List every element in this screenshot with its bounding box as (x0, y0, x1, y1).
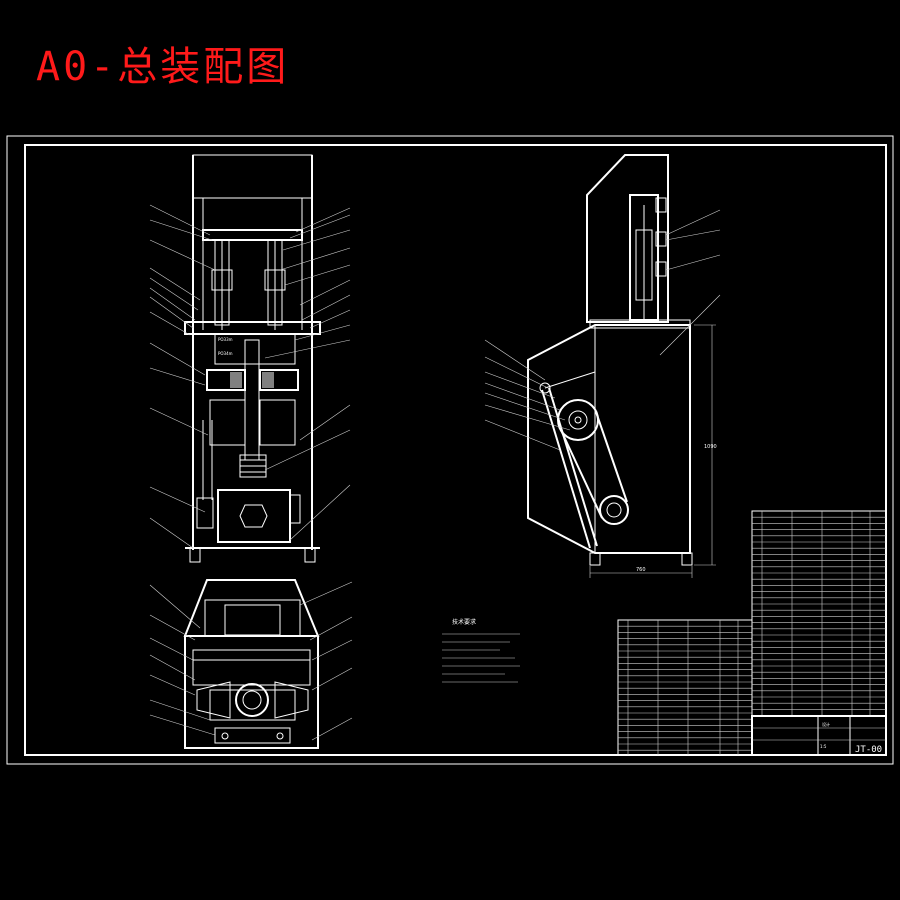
title-block: 设计 1:5 JT-00 (752, 716, 886, 755)
front-label-2: PO34m (218, 351, 233, 356)
side-dim-width: 760 (636, 567, 646, 573)
technical-notes: 技术要求 (442, 618, 520, 682)
tech-notes-heading: 技术要求 (452, 618, 476, 626)
scale-label: 1:5 (820, 744, 827, 749)
front-label-1: PO33m (218, 337, 233, 342)
inner-border (25, 145, 886, 755)
front-view: PO33m PO34m (150, 155, 350, 562)
drawing-number: JT-00 (855, 745, 882, 755)
side-dim-height: 1090 (704, 444, 717, 450)
designer-label: 设计 (822, 721, 830, 727)
drawing-title: A0-总装配图 (36, 44, 290, 90)
outer-border (7, 136, 893, 764)
top-plan-view (150, 580, 352, 748)
side-view: 760 1090 (485, 155, 720, 578)
